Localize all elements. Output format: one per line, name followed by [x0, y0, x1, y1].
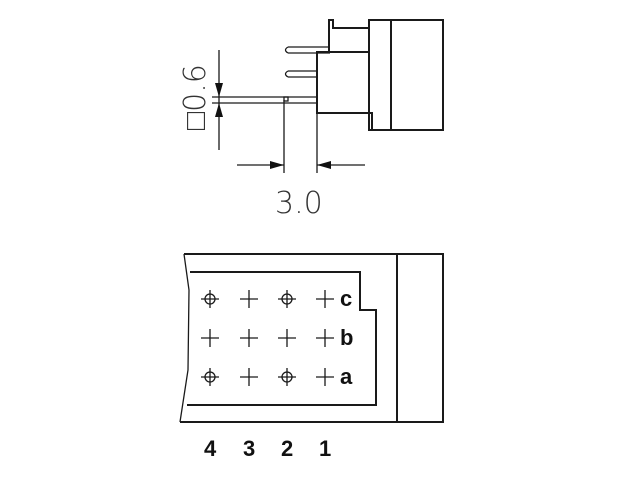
pin-cross-icon — [278, 329, 296, 347]
column-labels: 4 3 2 1 — [204, 436, 331, 461]
pin-circle-icon — [278, 290, 296, 308]
pin-size-label: □0.6 — [178, 64, 213, 130]
pin-cross-icon — [240, 329, 258, 347]
row-label: c — [340, 286, 352, 311]
pin-circle-icon — [201, 368, 219, 386]
row-labels: cba — [340, 286, 353, 389]
pin-cross-icon — [201, 329, 219, 347]
side-view: □0.6 3.0 — [178, 19, 444, 221]
column-label: 1 — [319, 436, 331, 461]
column-label: 2 — [281, 436, 293, 461]
pin-cross-icon — [316, 368, 334, 386]
pin-cross-icon — [316, 290, 334, 308]
pin-cross-icon — [240, 290, 258, 308]
column-label: 4 — [204, 436, 217, 461]
connector-body — [368, 19, 444, 131]
column-label: 3 — [243, 436, 255, 461]
front-view: cba 4 3 2 1 — [179, 253, 444, 461]
pins — [212, 46, 330, 104]
pin-grid — [201, 290, 334, 386]
pitch-label: 3.0 — [275, 186, 323, 221]
row-label: b — [340, 325, 353, 350]
pin-cross-icon — [316, 329, 334, 347]
pin-circle-icon — [278, 368, 296, 386]
pin-cross-icon — [240, 368, 258, 386]
pin-circle-icon — [201, 290, 219, 308]
row-label: a — [340, 364, 353, 389]
